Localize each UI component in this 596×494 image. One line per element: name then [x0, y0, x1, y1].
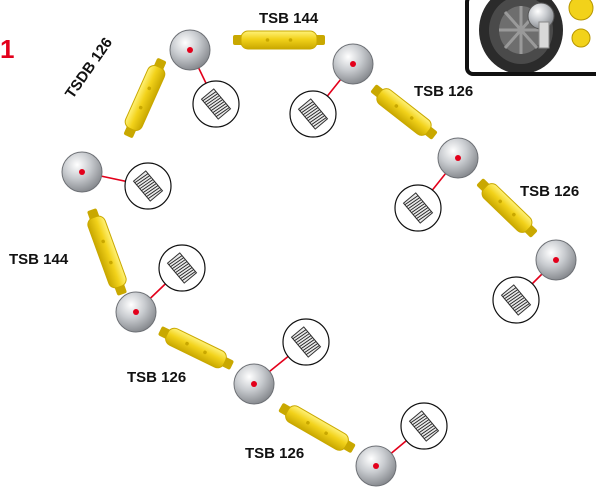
- step-number: 1: [0, 34, 15, 64]
- label-tsb126-right-upper: TSB 126: [414, 83, 474, 100]
- spring-detail-icon: [192, 80, 240, 128]
- label-tsb144-top: TSB 144: [259, 10, 319, 27]
- yellow-bar-icon: [123, 58, 167, 138]
- label-tsb144-left: TSB 144: [9, 251, 69, 268]
- spring-detail-icon: [394, 184, 442, 232]
- yellow-bar-icon: [278, 403, 356, 453]
- yellow-bar-icon: [370, 84, 438, 140]
- spring-detail-icon: [282, 318, 330, 366]
- yellow-bar-icon: [233, 30, 325, 50]
- spring-detail-icon: [124, 162, 172, 210]
- label-tsb126-bottom: TSB 126: [245, 445, 305, 462]
- label-tsb126-right-lower: TSB 126: [520, 183, 580, 200]
- steel-ball-icon: [355, 445, 397, 487]
- steel-ball-icon: [115, 291, 157, 333]
- yellow-bar-icon: [477, 178, 537, 238]
- steel-ball-icon: [233, 363, 275, 405]
- yellow-bar-icon: [158, 326, 234, 370]
- steel-ball-icon: [61, 151, 103, 193]
- steel-ball-icon: [169, 29, 211, 71]
- wheel-assembly-icon: [465, 0, 596, 76]
- label-tsb126-bottom-left: TSB 126: [127, 369, 187, 386]
- spring-detail-icon: [492, 276, 540, 324]
- spring-detail-icon: [289, 90, 337, 138]
- spring-detail-icon: [400, 402, 448, 450]
- yellow-bar-icon: [87, 208, 127, 296]
- steel-ball-icon: [437, 137, 479, 179]
- steel-ball-icon: [535, 239, 577, 281]
- steel-ball-icon: [332, 43, 374, 85]
- spring-detail-icon: [158, 244, 206, 292]
